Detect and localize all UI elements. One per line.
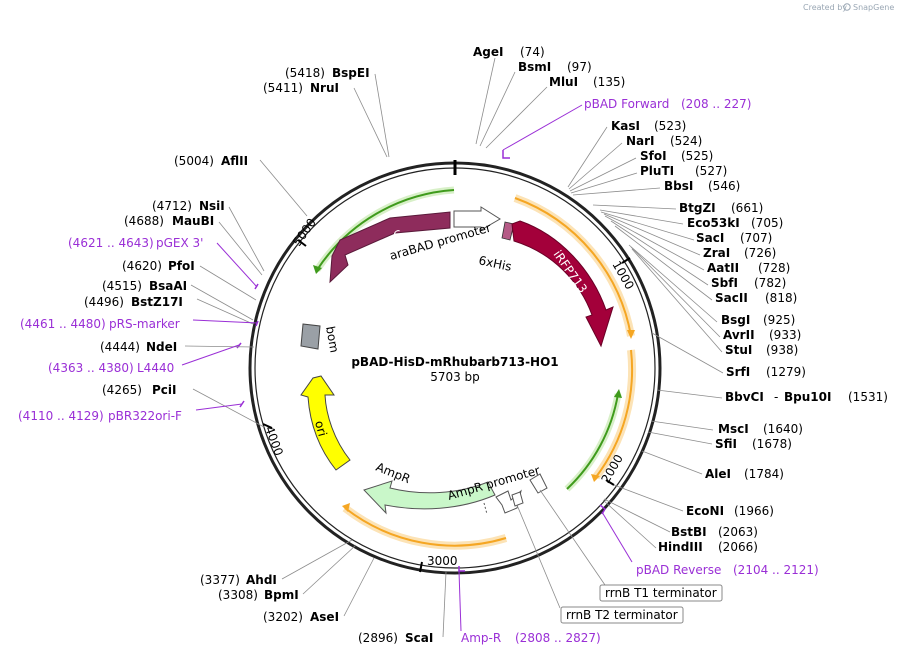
site-sacii: SacII(818) <box>715 291 797 305</box>
site-bstbi: BstBI(2063) <box>671 525 758 539</box>
site-srfi: SrfI(1279) <box>726 365 806 379</box>
ampr-dotted-edge <box>483 502 488 515</box>
rrnb-t2-label: rrnB T2 terminator <box>566 608 678 622</box>
primer-pbad-forward: pBAD Forward(208 .. 227) <box>584 97 751 111</box>
site-scai: (2896)ScaI <box>358 631 433 645</box>
site-saci: SacI(707) <box>696 231 772 245</box>
primer-amp-r: Amp-R(2808 .. 2827) <box>461 631 601 645</box>
snapgene-brand-text: SnapGene <box>853 3 894 12</box>
site-sbfi: SbfI(782) <box>711 276 786 290</box>
site-sfoi: SfoI(525) <box>640 149 713 163</box>
ampr-arrow[interactable] <box>363 480 496 515</box>
site-msci: MscI(1640) <box>718 422 803 436</box>
site-nrui: (5411)NruI <box>263 81 339 95</box>
site-pfoi: (4620)PfoI <box>122 259 195 273</box>
tick-2000 <box>605 479 615 486</box>
site-pluti: PluTI(527) <box>640 164 727 178</box>
arabad-promoter-arrow[interactable] <box>453 206 501 231</box>
bom-label: bom <box>323 325 341 354</box>
tick-label-4000: 4000 <box>262 424 286 457</box>
ori-arrow[interactable] <box>300 375 351 471</box>
site-asei: (3202)AseI <box>263 610 339 624</box>
site-nsii: (4712)NsiI <box>152 199 225 213</box>
site-bspei: (5418)BspEI <box>285 66 370 80</box>
site-alei: AleI(1784) <box>705 467 784 481</box>
site-bbvci-bpu10i: BbvCI-Bpu10I(1531) <box>725 390 888 404</box>
site-bpmi: (3308)BpmI <box>218 588 299 602</box>
rrnb-t2-box[interactable]: rrnB T2 terminator <box>560 606 684 624</box>
created-by-text: Created by <box>803 3 847 12</box>
site-afliii: (5004)AflII <box>174 154 248 168</box>
site-bsgi: BsgI(925) <box>721 313 795 327</box>
site-aatii: AatII(728) <box>707 261 790 275</box>
site-avrii: AvrII(933) <box>723 328 801 342</box>
plasmid-name: pBAD-HisD-mRhubarb713-HO1 <box>351 355 558 369</box>
arac-arrow[interactable] <box>329 211 451 284</box>
ori-label: ori <box>312 419 330 438</box>
irfp713-arrow[interactable] <box>511 220 614 348</box>
rrnb-t1-label: rrnB T1 terminator <box>605 586 717 600</box>
site-econi: EcoNI(1966) <box>686 504 774 518</box>
site-nari: NarI(524) <box>626 134 702 148</box>
site-ndei: (4444)NdeI <box>100 340 177 354</box>
rrnb-t2-block[interactable] <box>511 491 524 507</box>
primer-pgex3: (4621 .. 4643)pGEX 3' <box>68 236 203 250</box>
green-track-right <box>564 389 622 492</box>
ampr-promoter-label: AmpR promoter <box>446 463 542 503</box>
site-bstz17i: (4496)BstZ17I <box>84 295 183 309</box>
orange-track-ampr <box>342 503 508 550</box>
rrnb-t1-block[interactable] <box>529 473 548 494</box>
site-mlui: MluI(135) <box>549 75 625 89</box>
site-sfii: SfiI(1678) <box>715 437 792 451</box>
his-tag-block[interactable] <box>501 221 515 241</box>
tick-3000 <box>419 561 423 573</box>
ampr-label: AmpR <box>374 460 412 486</box>
primer-prs-marker: (4461 .. 4480)pRS-marker <box>20 317 180 331</box>
primer-pbr322ori-f: (4110 .. 4129)pBR322ori-F <box>18 409 182 423</box>
bom-block[interactable] <box>300 323 321 350</box>
orange-track-irfp <box>513 194 635 339</box>
plasmid-length: 5703 bp <box>430 370 480 384</box>
site-hindiii: HindIII(2066) <box>658 540 758 554</box>
primer-l4440: (4363 .. 4380)L4440 <box>48 361 174 375</box>
snapgene-logo-icon <box>843 3 851 11</box>
tick-5000 <box>297 239 307 247</box>
site-stui: StuI(938) <box>725 343 798 357</box>
primer-leaders <box>181 104 633 632</box>
tick-4000 <box>262 423 273 429</box>
his-tag-label: 6xHis <box>477 253 513 274</box>
site-kasi: KasI(523) <box>611 119 686 133</box>
site-eco53ki: Eco53kI(705) <box>687 216 783 230</box>
site-ahdi: (3377)AhdI <box>200 573 277 587</box>
site-zrai: ZraI(726) <box>703 246 776 260</box>
site-maubi: (4688)MauBI <box>124 214 214 228</box>
site-agei: AgeI(74) <box>473 45 545 59</box>
tick-1000 <box>621 257 631 264</box>
orange-track-right <box>591 349 637 482</box>
site-bbsi: BbsI(546) <box>664 179 740 193</box>
primer-pbad-reverse: pBAD Reverse(2104 .. 2121) <box>636 563 819 577</box>
site-leaders <box>184 57 724 638</box>
green-track-arac <box>313 186 455 274</box>
site-bsmi: BsmI(97) <box>518 60 592 74</box>
site-bsaai: (4515)BsaAI <box>102 279 187 293</box>
site-pcii: (4265)PciI <box>102 383 177 397</box>
rrnb-t1-box[interactable]: rrnB T1 terminator <box>599 584 723 602</box>
site-btgzi: BtgZI(661) <box>679 201 763 215</box>
tick-label-3000: 3000 <box>427 554 458 568</box>
